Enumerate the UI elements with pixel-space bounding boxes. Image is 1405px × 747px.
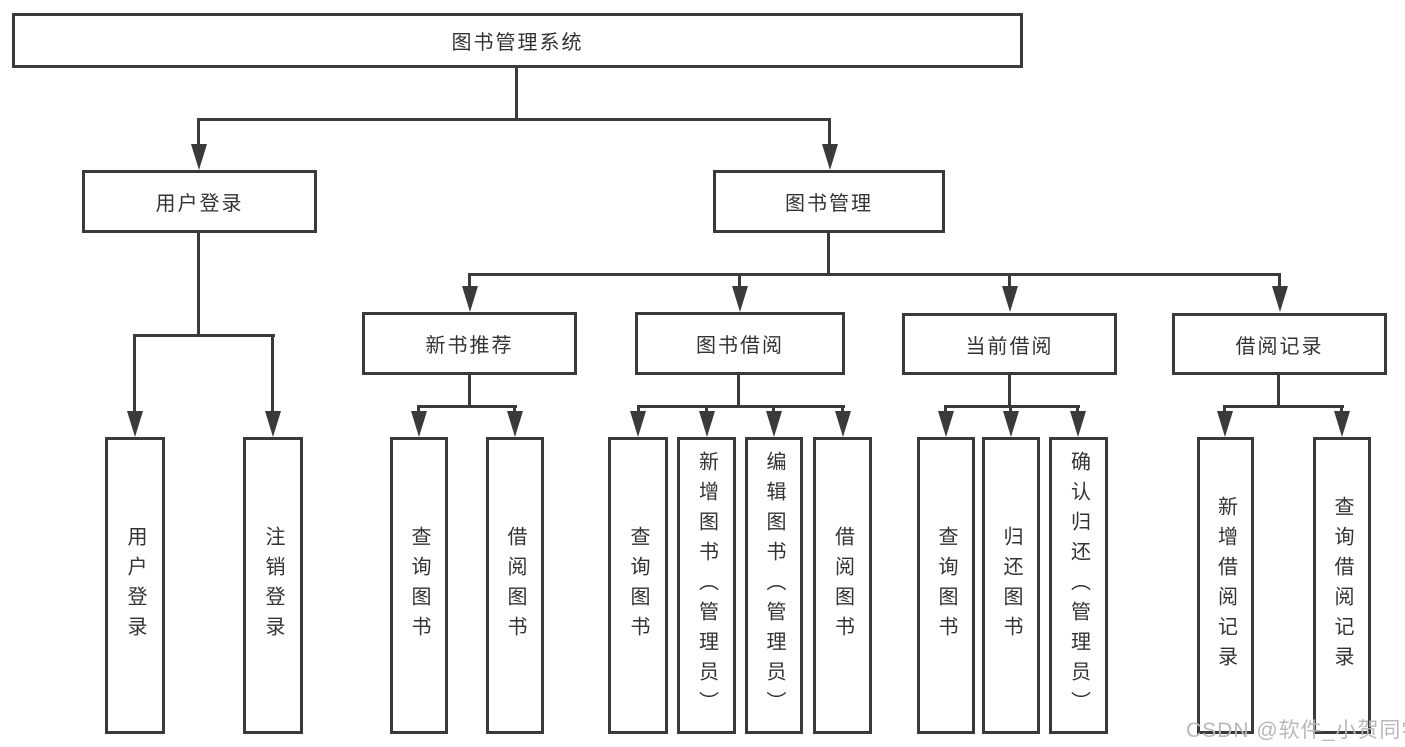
leaf-logout: 注销登录: [243, 437, 303, 734]
leaf-label: 查询图书: [627, 525, 649, 646]
leaf-query-books-current: 查询图书: [917, 437, 975, 734]
connector-line: [468, 273, 471, 289]
connector-line: [738, 273, 741, 289]
leaf-label: 新增借阅记录: [1214, 495, 1237, 676]
leaf-label: 借阅图书: [504, 525, 526, 646]
leaf-confirm-return-admin: 确认归还（管理员）: [1049, 437, 1108, 734]
leaf-add-borrow-record: 新增借阅记录: [1197, 437, 1254, 734]
leaf-query-books-borrow: 查询图书: [608, 437, 668, 734]
arrowhead-down-icon: [699, 411, 715, 437]
connector-line: [417, 405, 420, 415]
leaf-borrow-books-recommend: 借阅图书: [486, 437, 544, 734]
user-login-node: 用户登录: [82, 170, 317, 233]
connector-line: [637, 405, 845, 408]
arrowhead-down-icon: [265, 411, 281, 437]
leaf-label: 注销登录: [262, 525, 284, 646]
connector-line: [1277, 375, 1280, 408]
arrowhead-down-icon: [191, 144, 207, 170]
connector-line: [469, 273, 1281, 276]
book-management-node: 图书管理: [713, 170, 945, 233]
connector-line: [637, 405, 640, 415]
new-book-node: 新书推荐: [362, 312, 577, 375]
leaf-label: 归还图书: [1000, 525, 1022, 646]
connector-line: [133, 334, 136, 414]
leaf-label: 用户登录: [124, 525, 146, 646]
connector-line: [705, 405, 708, 415]
arrowhead-down-icon: [507, 411, 523, 437]
arrowhead-down-icon: [732, 286, 748, 312]
borrow-record-node: 借阅记录: [1172, 313, 1387, 375]
leaf-label: 编辑图书（管理员）: [763, 450, 785, 721]
arrowhead-down-icon: [938, 411, 954, 437]
connector-line: [197, 118, 831, 121]
root-node: 图书管理系统: [12, 13, 1023, 68]
csdn-watermark: CSDN @软件_小贺同学: [1186, 719, 1405, 742]
connector-line: [944, 405, 947, 415]
connector-line: [197, 232, 200, 337]
connector-line: [468, 375, 471, 408]
connector-line: [1008, 273, 1011, 289]
arrowhead-down-icon: [462, 286, 478, 312]
arrowhead-down-icon: [1003, 411, 1019, 437]
leaf-add-books-admin: 新增图书（管理员）: [677, 437, 736, 734]
connector-line: [841, 405, 844, 415]
leaf-user-login: 用户登录: [105, 437, 165, 734]
book-borrow-node: 图书借阅: [635, 312, 845, 375]
leaf-label: 新增图书（管理员）: [695, 450, 718, 721]
arrowhead-down-icon: [835, 411, 851, 437]
arrowhead-down-icon: [1002, 286, 1018, 312]
leaf-label: 借阅图书: [831, 525, 854, 646]
connector-line: [271, 334, 274, 414]
arrowhead-down-icon: [1070, 411, 1086, 437]
connector-line: [1224, 405, 1344, 408]
leaf-label: 查询图书: [408, 525, 430, 646]
leaf-label: 查询借阅记录: [1331, 495, 1353, 676]
current-borrow-node: 当前借阅: [902, 313, 1117, 375]
connector-line: [737, 375, 740, 408]
connector-line: [1278, 273, 1281, 289]
leaf-edit-books-admin: 编辑图书（管理员）: [745, 437, 803, 734]
connector-line: [1009, 405, 1012, 415]
leaf-label: 查询图书: [935, 525, 957, 646]
arrowhead-down-icon: [822, 144, 838, 170]
connector-line: [1223, 405, 1226, 415]
leaf-query-books-recommend: 查询图书: [390, 437, 448, 734]
connector-line: [827, 233, 830, 275]
connector-line: [134, 334, 275, 337]
connector-line: [418, 405, 517, 408]
connector-line: [772, 405, 775, 415]
connector-line: [1076, 405, 1079, 415]
arrowhead-down-icon: [766, 411, 782, 437]
connector-line: [513, 405, 516, 415]
leaf-query-borrow-record: 查询借阅记录: [1313, 437, 1371, 734]
arrowhead-down-icon: [630, 411, 646, 437]
leaf-label: 确认归还（管理员）: [1067, 450, 1090, 721]
arrowhead-down-icon: [1217, 411, 1233, 437]
connector-line: [828, 118, 831, 148]
connector-line: [197, 118, 200, 148]
leaf-borrow-books: 借阅图书: [813, 437, 872, 734]
arrowhead-down-icon: [127, 411, 143, 437]
arrowhead-down-icon: [1272, 286, 1288, 312]
connector-line: [1008, 375, 1011, 408]
leaf-return-books: 归还图书: [982, 437, 1040, 734]
connector-line: [515, 68, 518, 120]
connector-line: [1340, 405, 1343, 415]
connector-line: [944, 405, 1080, 408]
arrowhead-down-icon: [411, 411, 427, 437]
arrowhead-down-icon: [1334, 411, 1350, 437]
